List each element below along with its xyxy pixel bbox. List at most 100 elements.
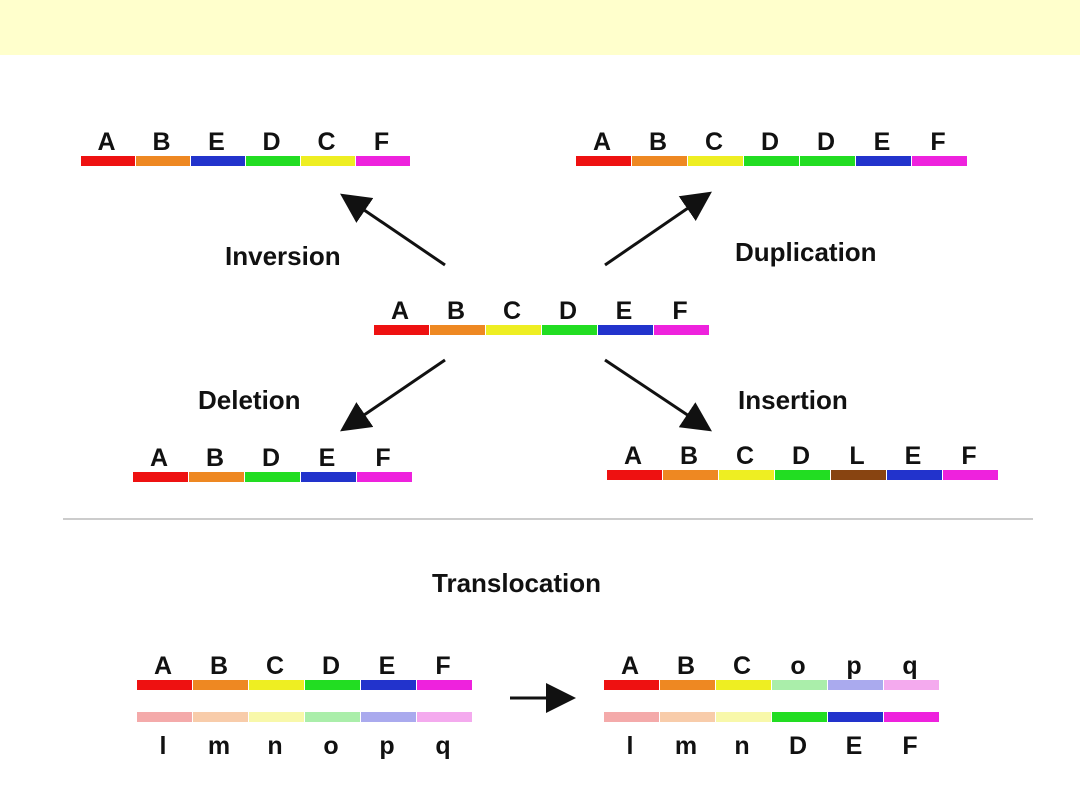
segment-q: [417, 712, 472, 722]
segment-label: E: [319, 444, 336, 472]
segment-B: [632, 156, 687, 166]
segment-D: [800, 156, 855, 166]
segment-n: [249, 712, 304, 722]
insertion-label: Insertion: [738, 385, 848, 415]
segment-o: [772, 680, 827, 690]
segment-n: [716, 712, 771, 722]
segment-label: D: [817, 128, 835, 156]
segment-label: q: [902, 652, 917, 680]
segment-p: [361, 712, 416, 722]
segment-label: D: [789, 732, 807, 760]
translocation-label: Translocation: [432, 568, 601, 598]
segment-label: o: [323, 732, 338, 760]
segment-m: [193, 712, 248, 722]
segment-A: [137, 680, 192, 690]
segment-l: [604, 712, 659, 722]
segment-label: L: [849, 442, 864, 470]
segment-label: E: [208, 128, 225, 156]
segment-label: A: [593, 128, 611, 156]
deletion-label: Deletion: [198, 385, 301, 415]
segment-C: [486, 325, 541, 335]
segment-B: [189, 472, 244, 482]
segment-label: D: [792, 442, 810, 470]
segment-F: [884, 712, 939, 722]
segment-label: E: [379, 652, 396, 680]
segment-B: [193, 680, 248, 690]
segment-F: [417, 680, 472, 690]
segment-label: E: [846, 732, 863, 760]
segment-C: [688, 156, 743, 166]
segment-label: F: [375, 444, 390, 472]
segment-label: l: [627, 732, 634, 760]
segment-B: [136, 156, 190, 166]
segment-label: A: [97, 128, 115, 156]
segment-label: B: [152, 128, 170, 156]
segment-label: n: [267, 732, 282, 760]
insertion-arrow: [604, 358, 712, 432]
segment-D: [772, 712, 827, 722]
segment-label: A: [621, 652, 639, 680]
segment-F: [943, 470, 998, 480]
segment-label: F: [672, 297, 687, 325]
segment-C: [249, 680, 304, 690]
segment-D: [775, 470, 830, 480]
segment-A: [81, 156, 135, 166]
segment-label: E: [905, 442, 922, 470]
segment-F: [912, 156, 967, 166]
segment-label: A: [391, 297, 409, 325]
segment-label: B: [447, 297, 465, 325]
duplication-label: Duplication: [735, 237, 877, 267]
segment-label: A: [150, 444, 168, 472]
segment-L: [831, 470, 886, 480]
segment-label: A: [624, 442, 642, 470]
segment-D: [246, 156, 300, 166]
segment-label: B: [680, 442, 698, 470]
segment-label: C: [503, 297, 521, 325]
inversion-arrow: [340, 193, 446, 267]
segment-B: [663, 470, 718, 480]
segment-E: [361, 680, 416, 690]
segment-label: p: [379, 732, 394, 760]
segment-label: E: [874, 128, 891, 156]
segment-label: F: [374, 128, 389, 156]
segment-F: [356, 156, 410, 166]
segment-m: [660, 712, 715, 722]
segment-C: [719, 470, 774, 480]
segment-E: [301, 472, 356, 482]
segment-label: o: [790, 652, 805, 680]
segment-label: D: [559, 297, 577, 325]
segment-label: B: [206, 444, 224, 472]
deletion-arrow: [340, 358, 446, 432]
segment-B: [660, 680, 715, 690]
segment-label: m: [675, 732, 697, 760]
segment-label: n: [734, 732, 749, 760]
segment-D: [305, 680, 360, 690]
segment-A: [374, 325, 429, 335]
segment-label: C: [317, 128, 335, 156]
segment-label: l: [160, 732, 167, 760]
segment-label: C: [733, 652, 751, 680]
segment-label: F: [961, 442, 976, 470]
segment-D: [542, 325, 597, 335]
segment-o: [305, 712, 360, 722]
segment-label: C: [736, 442, 754, 470]
segment-E: [191, 156, 245, 166]
segment-E: [598, 325, 653, 335]
segment-F: [357, 472, 412, 482]
segment-A: [133, 472, 188, 482]
segment-D: [245, 472, 300, 482]
segment-E: [887, 470, 942, 480]
segment-A: [576, 156, 631, 166]
chromosome-original: A B C D E F: [374, 297, 709, 335]
segment-F: [654, 325, 709, 335]
segment-label: E: [616, 297, 633, 325]
segment-A: [607, 470, 662, 480]
segment-label: F: [435, 652, 450, 680]
